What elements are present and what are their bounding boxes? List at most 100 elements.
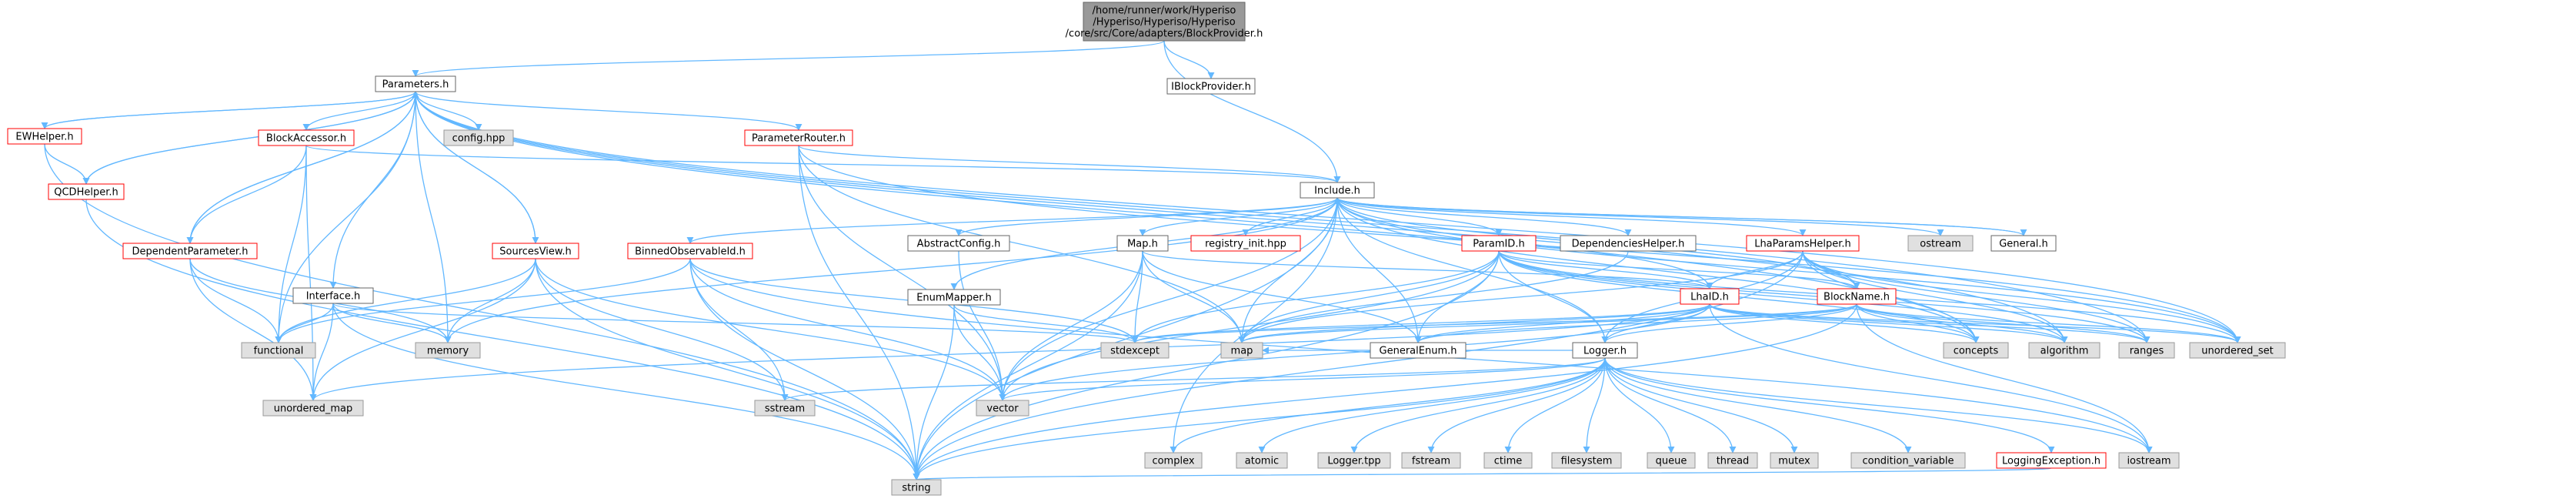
node-vector[interactable]: vector [976,400,1029,417]
node-ewhelper[interactable]: EWHelper.h [7,128,82,145]
node-algorithm[interactable]: algorithm [2028,342,2101,359]
node-box-unordered_set [2189,342,2286,359]
node-label-blockprovider: /home/runner/work/Hyperiso [1093,5,1236,17]
node-parameterrouter[interactable]: ParameterRouter.h [744,129,853,146]
edge-enummapper-to-string [913,304,955,480]
node-label-include: Include.h [1314,186,1360,197]
node-label-unordered_set: unordered_set [2201,346,2273,357]
node-functional[interactable]: functional [241,342,316,359]
edge-sourcesview-to-memory [444,258,536,343]
edge-interface-to-functional [275,303,334,343]
node-sourcesview[interactable]: SourcesView.h [492,243,579,259]
node-paramid[interactable]: ParamID.h [1461,235,1537,252]
node-box-loggertpp [1317,452,1391,469]
node-concepts[interactable]: concepts [1943,342,2009,359]
node-map_h[interactable]: Map.h [1116,235,1169,252]
edge-blockname-to-string [913,303,1857,480]
node-string[interactable]: string [891,479,942,496]
node-label-atomic: atomic [1245,456,1279,467]
edge-lhaparamshelper-to-ranges [1802,250,2151,343]
node-ranges[interactable]: ranges [2118,342,2175,359]
node-box-logger [1572,342,1638,359]
edge-blockname-to-stdexcept [1131,303,1857,343]
node-label-string: string [902,483,930,494]
node-iostream[interactable]: iostream [2118,452,2180,469]
node-condition_variable[interactable]: condition_variable [1850,452,1966,469]
edge-blockname-to-unordered_set [1856,303,2241,343]
node-registry[interactable]: registry_init.hpp [1190,235,1301,252]
node-general[interactable]: General.h [1990,235,2057,252]
node-queue[interactable]: queue [1647,452,1696,469]
edge-parameterrouter-to-map [798,145,1246,343]
edge-include-to-lhaparamshelper [1336,197,1807,236]
node-box-map [1220,342,1263,359]
node-unordered_set[interactable]: unordered_set [2189,342,2286,359]
edge-general-to-include [1333,197,2024,236]
edge-logger-to-queue [1604,357,1675,453]
node-box-blockprovider [1083,2,1246,42]
node-label-ewhelper: EWHelper.h [15,132,73,143]
node-memory[interactable]: memory [415,342,481,359]
node-box-fstream [1401,452,1461,469]
node-box-lhaparamshelper [1746,235,1860,252]
node-config[interactable]: config.hpp [443,129,514,146]
node-blockaccessor[interactable]: BlockAccessor.h [258,129,355,146]
node-parameters[interactable]: Parameters.h [375,75,456,92]
node-blockname[interactable]: BlockName.h [1817,288,1897,305]
edge-blockname-to-logger [1601,303,1857,343]
node-dependencieshelper[interactable]: DependenciesHelper.h [1560,235,1697,252]
node-box-atomic [1236,452,1288,469]
node-dependentparameter[interactable]: DependentParameter.h [122,243,258,259]
node-loggingexception[interactable]: LoggingException.h [1996,452,2107,469]
node-box-functional [241,342,316,359]
node-box-lhaid [1680,288,1740,305]
node-label-ranges: ranges [2130,346,2164,357]
node-mutex[interactable]: mutex [1770,452,1819,469]
edge-blockname-to-generalenum [1414,303,1857,343]
edge-sourcesview-to-sstream [535,258,789,401]
edge-logger-to-loggingexception [1604,357,2055,453]
node-unordered_map[interactable]: unordered_map [262,400,364,417]
node-atomic[interactable]: atomic [1236,452,1288,469]
node-label-paramid: ParamID.h [1473,239,1524,250]
node-interface[interactable]: Interface.h [292,287,374,304]
edge-ewhelper-to-string [44,143,920,480]
node-filesystem[interactable]: filesystem [1551,452,1622,469]
node-complex[interactable]: complex [1144,452,1203,469]
node-stdexcept[interactable]: stdexcept [1100,342,1170,359]
edge-lhaid-to-algorithm [1709,303,2068,343]
edge-sourcesview-to-string [535,258,920,480]
node-blockprovider[interactable]: /home/runner/work/Hyperiso/Hyperiso/Hype… [1066,2,1263,42]
node-box-generalenum [1370,342,1467,359]
node-generalenum[interactable]: GeneralEnum.h [1370,342,1467,359]
node-map[interactable]: map [1220,342,1263,359]
edge-blockaccessor-to-functional [275,145,307,343]
node-label-map_h: Map.h [1127,239,1158,250]
node-include[interactable]: Include.h [1300,182,1375,199]
node-label-enummapper: EnumMapper.h [916,293,992,304]
node-loggertpp[interactable]: Logger.tpp [1317,452,1391,469]
node-ctime[interactable]: ctime [1483,452,1533,469]
node-ostream[interactable]: ostream [1907,235,1974,252]
edge-blockaccessor-to-include [305,145,1341,183]
node-box-stdexcept [1100,342,1170,359]
node-thread[interactable]: thread [1707,452,1758,469]
edge-blockprovider-to-include [1163,40,1341,183]
edge-logger-to-string [913,357,1606,480]
node-fstream[interactable]: fstream [1401,452,1461,469]
edge-lhaparamshelper-to-string [913,250,1804,480]
node-binnedobservable[interactable]: BinnedObservableId.h [627,243,753,259]
node-box-config [443,129,514,146]
edge-ewhelper-to-qcdhelper [44,143,90,185]
node-lhaparamshelper[interactable]: LhaParamsHelper.h [1746,235,1860,252]
edge-logger-to-complex [1170,357,1606,453]
node-enummapper[interactable]: EnumMapper.h [907,289,1001,306]
node-qcdhelper[interactable]: QCDHelper.h [48,183,125,200]
edge-paramid-to-logger [1498,250,1609,343]
node-box-dependencieshelper [1560,235,1697,252]
node-logger[interactable]: Logger.h [1572,342,1638,359]
node-lhaid[interactable]: LhaID.h [1680,288,1740,305]
node-iblockprovider[interactable]: IBlockProvider.h [1166,78,1256,95]
node-sstream[interactable]: sstream [754,400,816,417]
node-abstractconfig[interactable]: AbstractConfig.h [907,235,1010,252]
